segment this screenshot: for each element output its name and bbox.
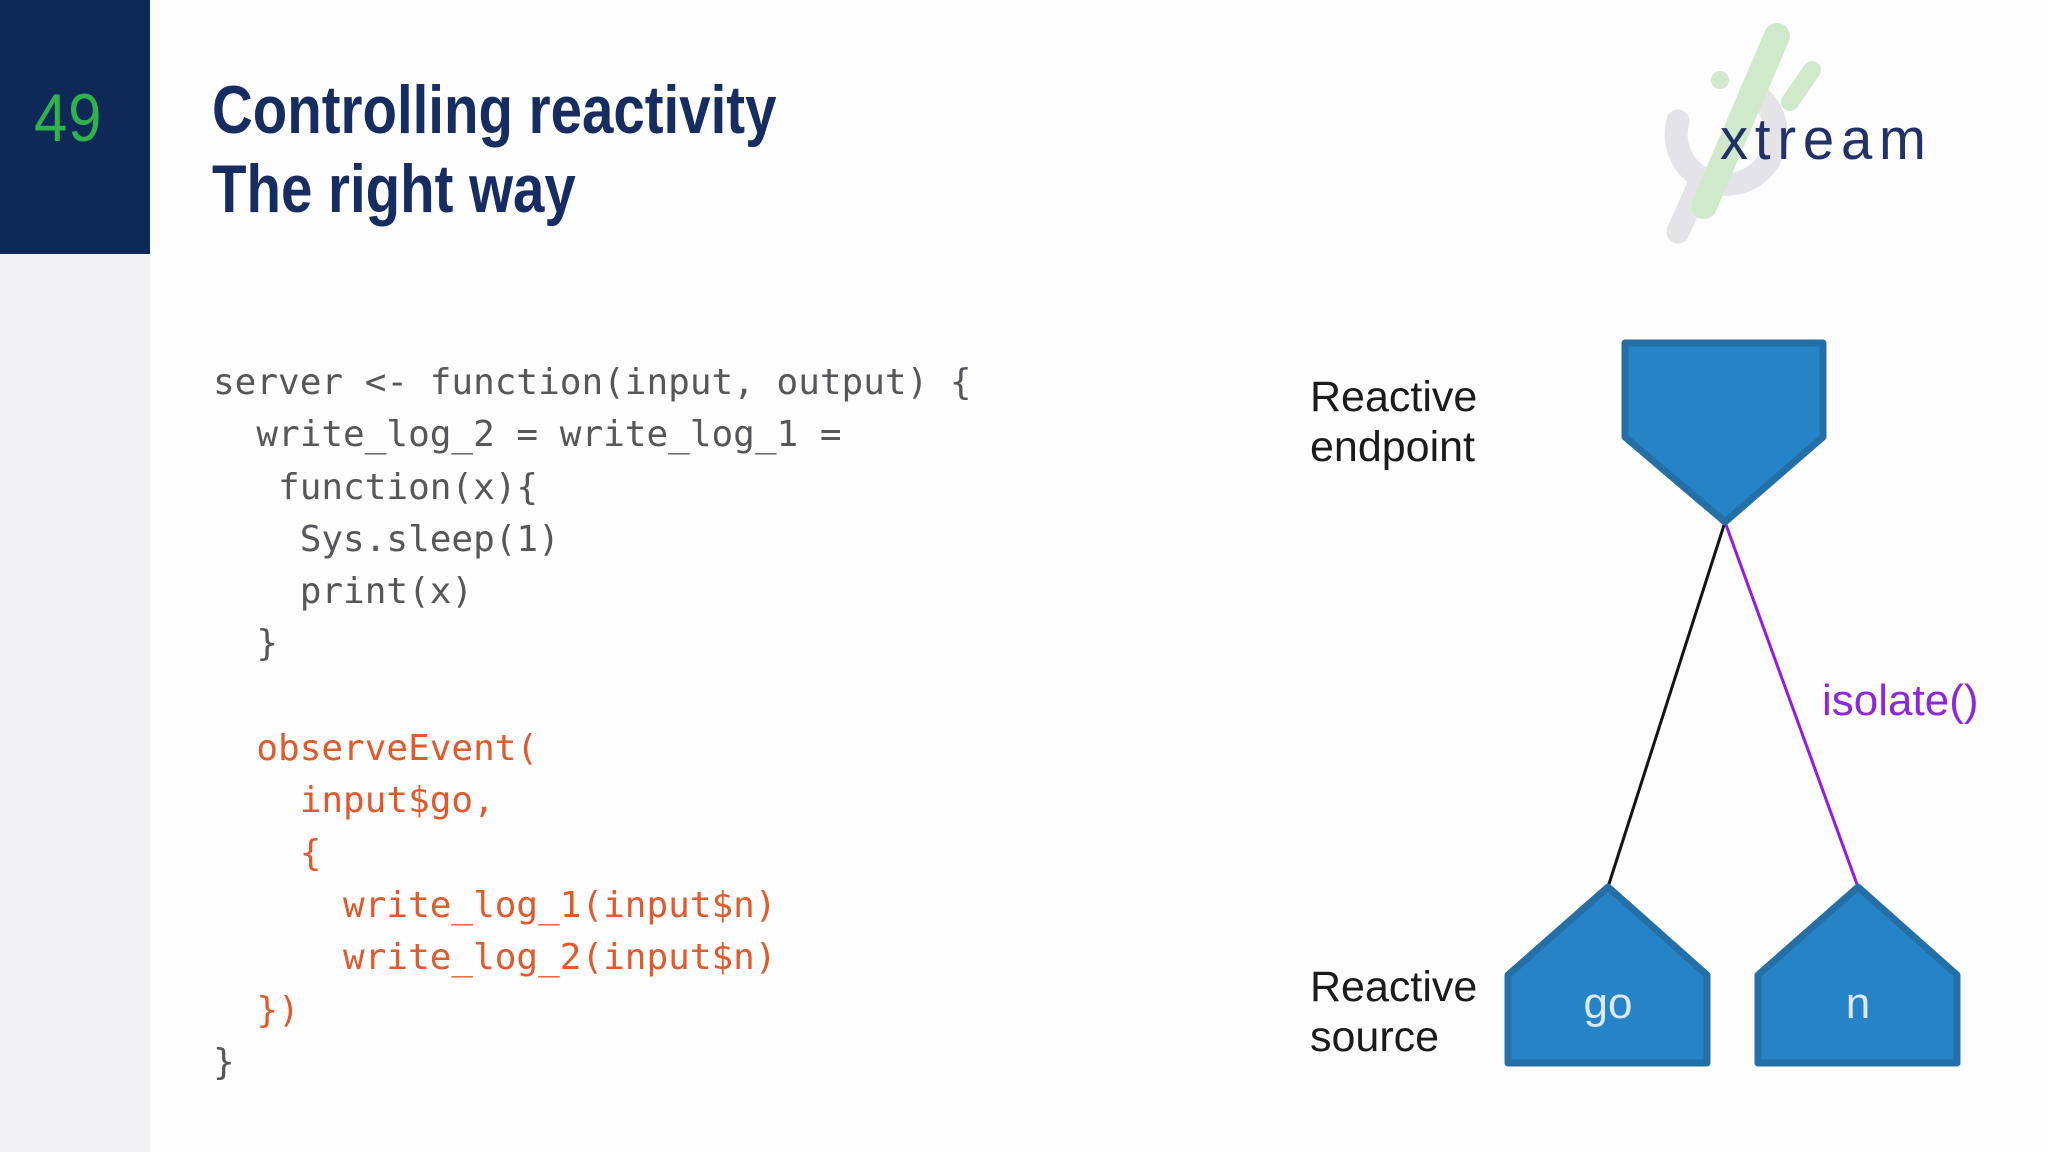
code-line: } — [213, 623, 279, 665]
logo-green-diagonal — [1691, 23, 1790, 219]
slide-number: 49 — [34, 80, 103, 156]
logo-tail-shape — [1666, 170, 1712, 244]
code-line: function(x){ — [213, 466, 539, 508]
code-line: write_log_1(input$n) — [213, 884, 777, 926]
isolate-line — [1723, 521, 1860, 888]
reactive-source-label: Reactive source — [1310, 962, 1477, 1062]
reactive-source-label-line1: Reactive — [1310, 963, 1478, 1011]
slide-title: Controlling reactivity The right way — [212, 71, 776, 229]
node-label-go: go — [1584, 979, 1633, 1028]
xtream-logo-icon — [1664, 23, 1821, 244]
left-gray-strip — [0, 254, 150, 1152]
title-line-1: Controlling reactivity — [212, 72, 777, 148]
code-line: write_log_2 = write_log_1 = — [213, 414, 842, 456]
reactive-endpoint-label: Reactive endpoint — [1310, 372, 1477, 472]
logo-green-dash — [1781, 61, 1821, 111]
node-label-n: n — [1846, 979, 1870, 1028]
code-line: input$go, — [213, 780, 495, 822]
reactive-source-go-shape — [1504, 883, 1711, 1067]
code-line: write_log_2(input$n) — [213, 937, 777, 979]
code-line: } — [213, 1041, 235, 1083]
logo-text: xtream — [1720, 107, 1933, 172]
reactive-endpoint-label-line1: Reactive — [1310, 373, 1478, 421]
slide-number-box: 49 — [0, 0, 150, 254]
code-line: server <- function(input, output) { — [213, 362, 972, 403]
logo-loop-shape — [1664, 79, 1788, 196]
reactive-source-label-line2: source — [1310, 1013, 1440, 1061]
reactive-endpoint-label-line2: endpoint — [1310, 423, 1475, 471]
code-block: server <- function(input, output) { writ… — [213, 357, 972, 1089]
reactive-source-n-shape — [1754, 883, 1961, 1067]
logo-green-dot — [1711, 71, 1729, 89]
xtream-logo: xtream — [1640, 20, 2040, 260]
code-line: }) — [213, 989, 300, 1031]
code-line: { — [213, 832, 322, 874]
isolate-label: isolate() — [1822, 676, 1979, 725]
code-line: observeEvent( — [213, 728, 539, 770]
dependency-line — [1606, 521, 1727, 888]
title-line-2: The right way — [212, 151, 576, 227]
code-line: print(x) — [213, 571, 474, 613]
code-line: Sys.sleep(1) — [213, 518, 560, 560]
reactive-endpoint-shape — [1621, 339, 1827, 526]
